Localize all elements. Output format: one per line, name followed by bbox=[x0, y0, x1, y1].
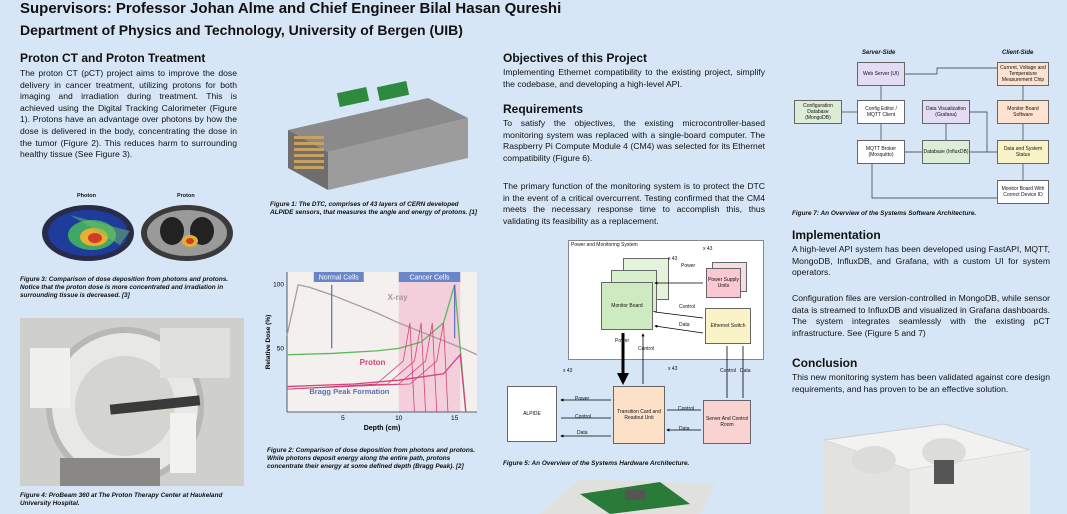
xray-series-label: X-ray bbox=[388, 293, 409, 302]
monitor-x43: x 43 bbox=[668, 256, 678, 262]
y-axis-label: Relative Dose (%) bbox=[265, 315, 272, 370]
config-db-box: Configuration Database (MongoDB) bbox=[794, 100, 842, 124]
client-side-label: Client-Side bbox=[1002, 50, 1034, 56]
alpide-box: ALPIDE bbox=[507, 386, 557, 442]
control-label-top: Control bbox=[679, 304, 696, 310]
control-label-right: Control bbox=[678, 406, 695, 412]
figure-2-chart: Normal Cells Cancer Cells 5 10 15 50 100 X-r… bbox=[265, 272, 478, 432]
requirements-body-2: The primary function of the monitoring s… bbox=[503, 181, 765, 226]
power-label-bottom: Power bbox=[575, 396, 590, 402]
x-tick-label: 5 bbox=[341, 415, 345, 422]
objectives-title: Objectives of this Project bbox=[503, 51, 648, 65]
enclosure-render bbox=[814, 420, 1032, 514]
data-label-server: Data bbox=[740, 368, 751, 374]
cm4-board bbox=[540, 479, 715, 514]
proton-series-line bbox=[286, 284, 467, 413]
figure-6-photo bbox=[540, 474, 715, 514]
department-heading: Department of Physics and Technology, Un… bbox=[20, 22, 463, 38]
conclusion-body: This new monitoring system has been vali… bbox=[792, 372, 1050, 394]
requirements-body-1: To satisfy the objectives, the existing … bbox=[503, 118, 765, 163]
figure-5-caption: Figure 5: An Overview of the Systems Har… bbox=[503, 460, 690, 467]
alpide-x43: x 43 bbox=[563, 368, 573, 374]
software-arrows bbox=[842, 67, 1024, 199]
control-label-server: Control bbox=[720, 368, 737, 374]
y-tick-label: 100 bbox=[273, 282, 284, 289]
xray-series-line bbox=[286, 283, 478, 356]
implementation-body-2: Configuration files are version-controll… bbox=[792, 293, 1050, 338]
bragg-peak-curve bbox=[286, 322, 449, 413]
data-viz-box: Data Visualization (Grafana) bbox=[922, 100, 970, 124]
transition-x43: x 43 bbox=[668, 366, 678, 372]
figure-4-caption: Figure 4: ProBeam 360 at The Proton Ther… bbox=[20, 492, 223, 507]
monitor-board: Monitor Board bbox=[601, 282, 653, 330]
figure-7-diagram: Server-Side Client-Side Web Server (UI) … bbox=[792, 48, 1052, 208]
proton-section-title: Proton CT and Proton Treatment bbox=[20, 51, 206, 65]
transition-card: Transition Card and Readout Unit bbox=[613, 386, 665, 444]
y-tick-label: 50 bbox=[277, 345, 285, 352]
psu-box: Power Supply Units bbox=[706, 268, 741, 298]
influx-box: Database (InfluxDB) bbox=[922, 140, 970, 164]
ct-scans bbox=[42, 205, 233, 261]
implementation-title: Implementation bbox=[792, 228, 881, 242]
web-server-box: Web Server (UI) bbox=[857, 62, 905, 86]
x-tick-label: 15 bbox=[451, 415, 459, 422]
x-axis-label: Depth (cm) bbox=[364, 425, 401, 432]
objectives-body: Implementing Ethernet compatibility to t… bbox=[503, 67, 765, 89]
device-id-box: Monitor Board With Correct Device ID bbox=[997, 180, 1049, 204]
normal-cells-tag bbox=[313, 272, 364, 282]
hardware-arrows bbox=[560, 281, 744, 438]
supervisors-heading: Supervisors: Professor Johan Alme and Ch… bbox=[20, 0, 562, 17]
figure-5-diagram: Power and Monitoring System Monitor Boar… bbox=[503, 238, 765, 448]
bragg-series-line bbox=[286, 353, 467, 413]
control-label-vertical: Control bbox=[638, 346, 655, 352]
figure-3-image: Photon Proton bbox=[40, 193, 240, 263]
figure-1-caption: Figure 1: The DTC, comprises of 43 layer… bbox=[270, 201, 478, 216]
dtc-illustration bbox=[288, 81, 468, 190]
power-label-vertical: Power bbox=[615, 338, 630, 344]
proton-section-body: The proton CT (pCT) project aims to impr… bbox=[20, 68, 237, 160]
ethernet-switch: Ethernet Switch bbox=[705, 308, 751, 344]
mqtt-broker-box: MQTT Broker (Mosquitto) bbox=[857, 140, 905, 164]
config-editor-box: Config Editor / MQTT Client bbox=[857, 100, 905, 124]
power-label-top: Power bbox=[681, 263, 696, 269]
figure-2-caption: Figure 2: Comparison of dose deposition … bbox=[267, 447, 476, 470]
photon-label: Photon bbox=[77, 193, 96, 199]
enclosure-illustration bbox=[823, 423, 1031, 514]
power-monitoring-title: Power and Monitoring System bbox=[571, 242, 638, 248]
data-label-top: Data bbox=[679, 322, 690, 328]
data-label-bottom: Data bbox=[577, 430, 588, 436]
server-side-label: Server-Side bbox=[862, 50, 896, 56]
psu-x43: x 43 bbox=[703, 246, 713, 252]
implementation-body-1: A high-level API system has been develop… bbox=[792, 244, 1050, 278]
proton-series-label: Proton bbox=[360, 358, 386, 367]
normal-cells-label: Normal Cells bbox=[319, 275, 360, 282]
proton-label: Proton bbox=[177, 193, 195, 199]
figure-3-caption: Figure 3: Comparison of dose deposition … bbox=[20, 276, 229, 299]
conclusion-title: Conclusion bbox=[792, 356, 858, 370]
requirements-title: Requirements bbox=[503, 102, 584, 116]
probeam-illustration bbox=[20, 318, 244, 486]
control-label-bottom: Control bbox=[575, 414, 592, 420]
sensor-chip-box: Current, Voltage and Temperature Measure… bbox=[997, 62, 1049, 86]
data-label-right: Data bbox=[679, 426, 690, 432]
figure-4-photo bbox=[20, 318, 244, 486]
cancer-region bbox=[398, 272, 461, 412]
figure-7-caption: Figure 7: An Overview of the Systems Sof… bbox=[792, 210, 977, 217]
monitor-sw-box: Monitor Board Software bbox=[997, 100, 1049, 124]
figure-1-image bbox=[268, 80, 483, 195]
data-status-box: Data and System Status bbox=[997, 140, 1049, 164]
cancer-cells-tag bbox=[398, 272, 461, 282]
server-control-room: Server And Control Room bbox=[703, 400, 751, 444]
bragg-series-label: Bragg Peak Formation bbox=[309, 387, 389, 396]
cancer-cells-label: Cancer Cells bbox=[409, 275, 450, 282]
x-tick-label: 10 bbox=[395, 415, 403, 422]
